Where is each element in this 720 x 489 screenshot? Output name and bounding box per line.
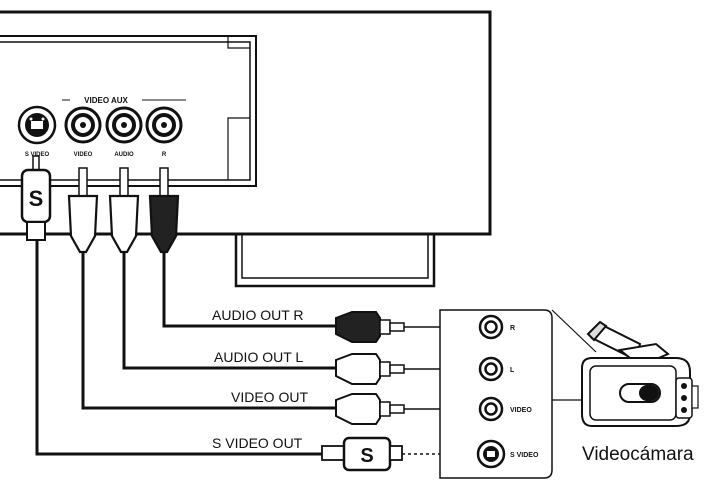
jack-label-video: VIDEO: [74, 152, 93, 158]
video-aux-label: VIDEO AUX: [84, 96, 128, 105]
s-plug-letter-cam: S: [360, 445, 373, 467]
tv-side-plugs: S: [20, 155, 180, 254]
tv-audio-l-plug: [108, 167, 140, 254]
cam-jack-r[interactable]: [478, 314, 504, 340]
tv-jack-panel: VIDEO AUX S VIDEO VIDEO AUDIO R: [17, 94, 186, 158]
tv-video-jack[interactable]: [64, 106, 102, 144]
cam-jack-label-video: VIDEO: [510, 407, 532, 414]
cam-jack-video[interactable]: [478, 396, 504, 422]
cam-jack-label-r: R: [510, 325, 515, 332]
cables: [35, 240, 336, 456]
tv-s-video-plug: S: [20, 155, 52, 241]
camera-side-plugs: S: [321, 311, 405, 472]
cam-audio-l-plug: [335, 353, 405, 385]
jack-label-audio: AUDIO: [114, 152, 134, 158]
s-plug-letter: S: [29, 186, 44, 211]
cable-labels: AUDIO OUT R AUDIO OUT L VIDEO OUT S VIDE…: [212, 307, 308, 451]
tv-audio-l-jack[interactable]: [105, 106, 143, 144]
tv-s-video-jack[interactable]: [17, 105, 57, 145]
cable-video: [81, 252, 336, 410]
label-audio-out-l: AUDIO OUT L: [214, 349, 303, 365]
tv-audio-r-jack[interactable]: [145, 106, 183, 144]
cam-audio-r-plug: [335, 311, 405, 343]
cam-jack-l[interactable]: [478, 356, 504, 382]
jack-label-s-video: S VIDEO: [25, 152, 50, 158]
tv-body: [0, 10, 492, 288]
cable-audio-l: [122, 252, 336, 370]
cable-s-video: [35, 240, 322, 456]
camcorder-icon: [581, 320, 699, 427]
tv-video-plug: [67, 167, 99, 254]
label-s-video-out: S VIDEO OUT: [212, 435, 303, 451]
cable-audio-r: [162, 252, 336, 328]
camcorder-caption: Videocámara: [582, 444, 694, 465]
cam-s-video-plug: S: [321, 436, 403, 472]
cam-jack-label-s-video: S VIDEO: [510, 452, 539, 459]
camera-jack-panel: R L VIDEO S VIDEO: [439, 309, 600, 479]
cam-video-plug: [335, 393, 405, 425]
label-audio-out-r: AUDIO OUT R: [212, 307, 304, 323]
cam-jack-s-video[interactable]: [476, 439, 506, 469]
tv-audio-r-plug: [148, 167, 180, 254]
label-video-out: VIDEO OUT: [231, 389, 308, 405]
jack-label-r: R: [162, 152, 167, 158]
cam-jack-label-l: L: [510, 367, 515, 374]
